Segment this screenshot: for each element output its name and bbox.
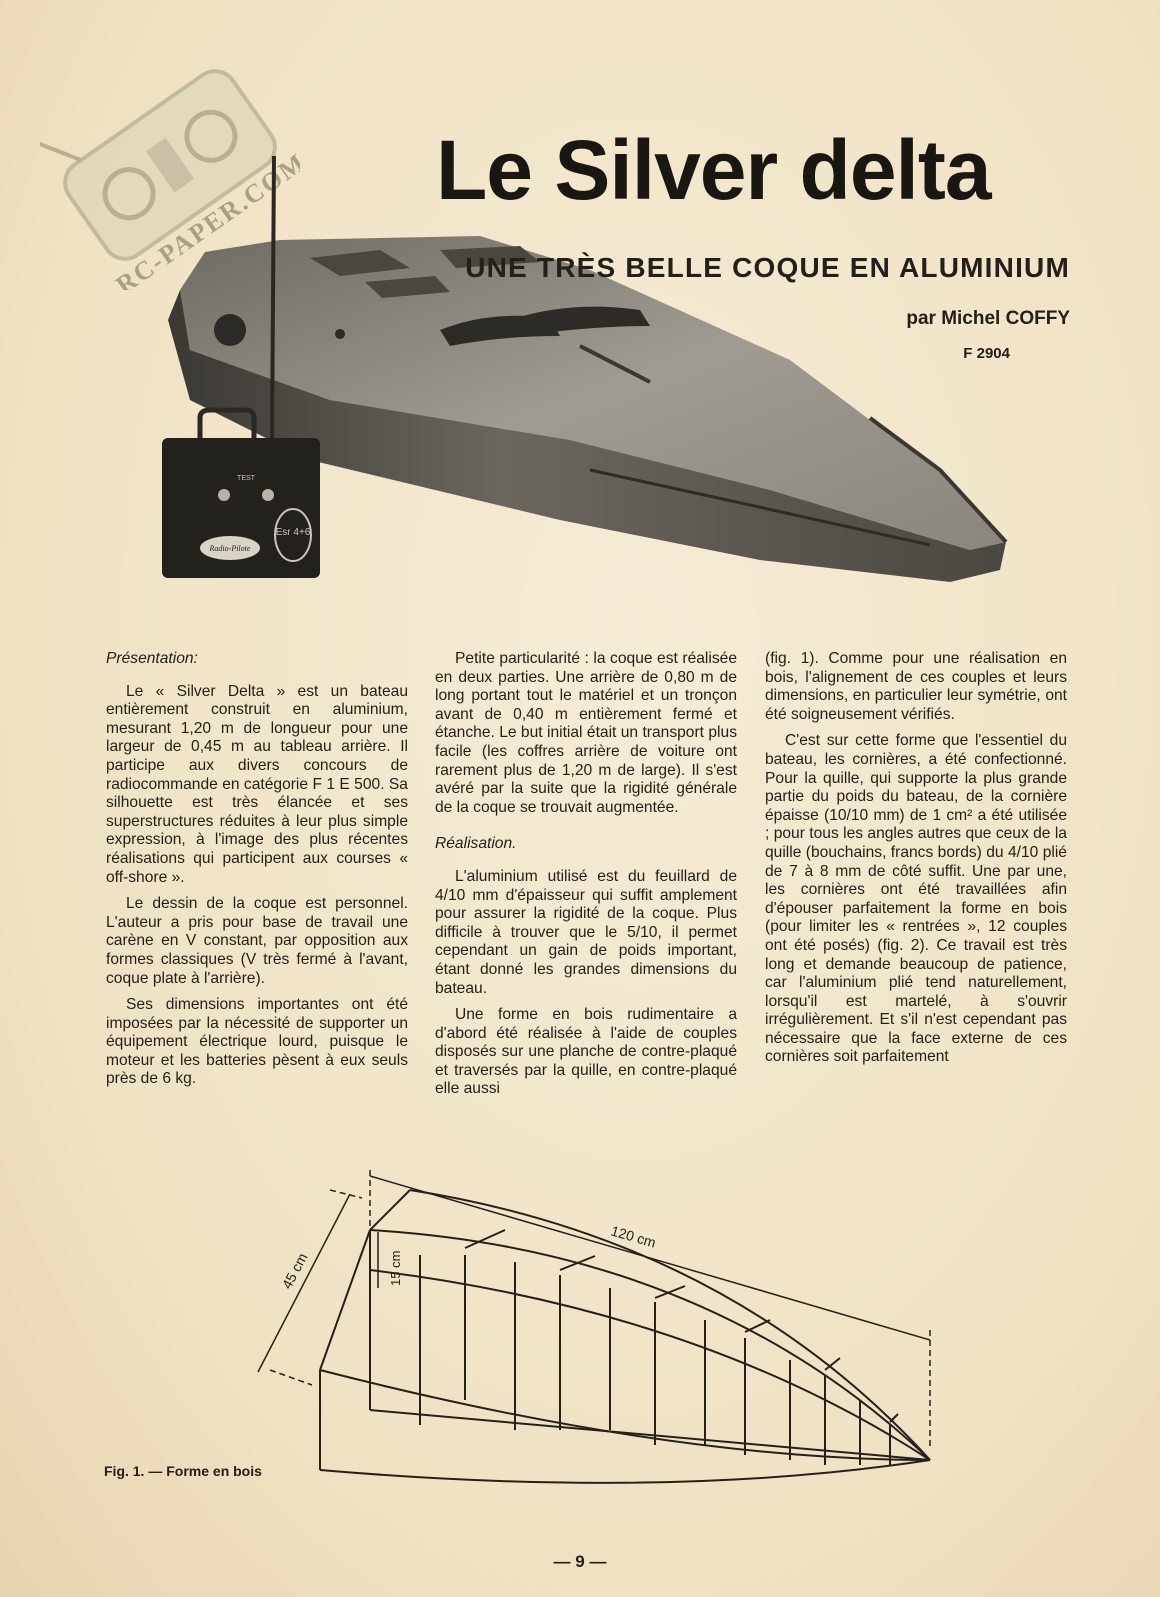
- transmitter-test-label: TEST: [237, 475, 256, 482]
- article-subtitle: UNE TRÈS BELLE COQUE EN ALUMINIUM: [465, 252, 1070, 283]
- dimension-height-label: 15 cm: [388, 1251, 403, 1286]
- paragraph: Le dessin de la coque est personnel. L'a…: [106, 895, 408, 987]
- paragraph: Une forme en bois rudimentaire a d'abord…: [435, 1006, 737, 1098]
- text-column-3: (fig. 1). Comme pour une réalisation en …: [765, 650, 1067, 1075]
- radio-transmitter: TEST Radio-Pilote Esr 4+6: [162, 155, 320, 578]
- paragraph: C'est sur cette forme que l'essentiel du…: [765, 732, 1067, 1066]
- dimension-width-label: 45 cm: [279, 1250, 311, 1291]
- paragraph: Petite particularité : la coque est réal…: [435, 650, 737, 816]
- transmitter-brand: Radio-Pilote: [209, 544, 251, 553]
- article-byline: par Michel COFFY: [906, 308, 1070, 329]
- section-heading-realisation: Réalisation.: [435, 835, 517, 853]
- page-number: — 9 —: [553, 1552, 607, 1571]
- dimension-length-label: 120 cm: [609, 1223, 658, 1251]
- transmitter-model: Esr 4+6: [276, 527, 311, 538]
- wooden-form-drawing: [319, 1189, 931, 1484]
- section-heading-presentation: Présentation:: [106, 650, 198, 667]
- boat-photo: TEST Radio-Pilote Esr 4+6: [162, 155, 1008, 582]
- paragraph: L'aluminium utilisé est du feuillard de …: [435, 867, 737, 997]
- text-column-1: Présentation: Le « Silver Delta » est un…: [106, 650, 408, 1097]
- boat-hull: [168, 236, 1008, 582]
- dimension-arrows: [257, 1175, 931, 1373]
- article-title: Le Silver delta: [436, 123, 992, 217]
- figure-wooden-form: 120 cm 45 cm 15 cm: [257, 1170, 931, 1484]
- figure-caption: Fig. 1. — Forme en bois: [104, 1463, 262, 1479]
- paragraph: (fig. 1). Comme pour une réalisation en …: [765, 650, 1067, 723]
- dimension-lines: [269, 1170, 931, 1450]
- text-column-2: Petite particularité : la coque est réal…: [435, 650, 737, 1107]
- paragraph: Ses dimensions importantes ont été impos…: [106, 996, 408, 1088]
- author-callsign: F 2904: [963, 345, 1010, 362]
- paragraph: Le « Silver Delta » est un bateau entièr…: [106, 682, 408, 886]
